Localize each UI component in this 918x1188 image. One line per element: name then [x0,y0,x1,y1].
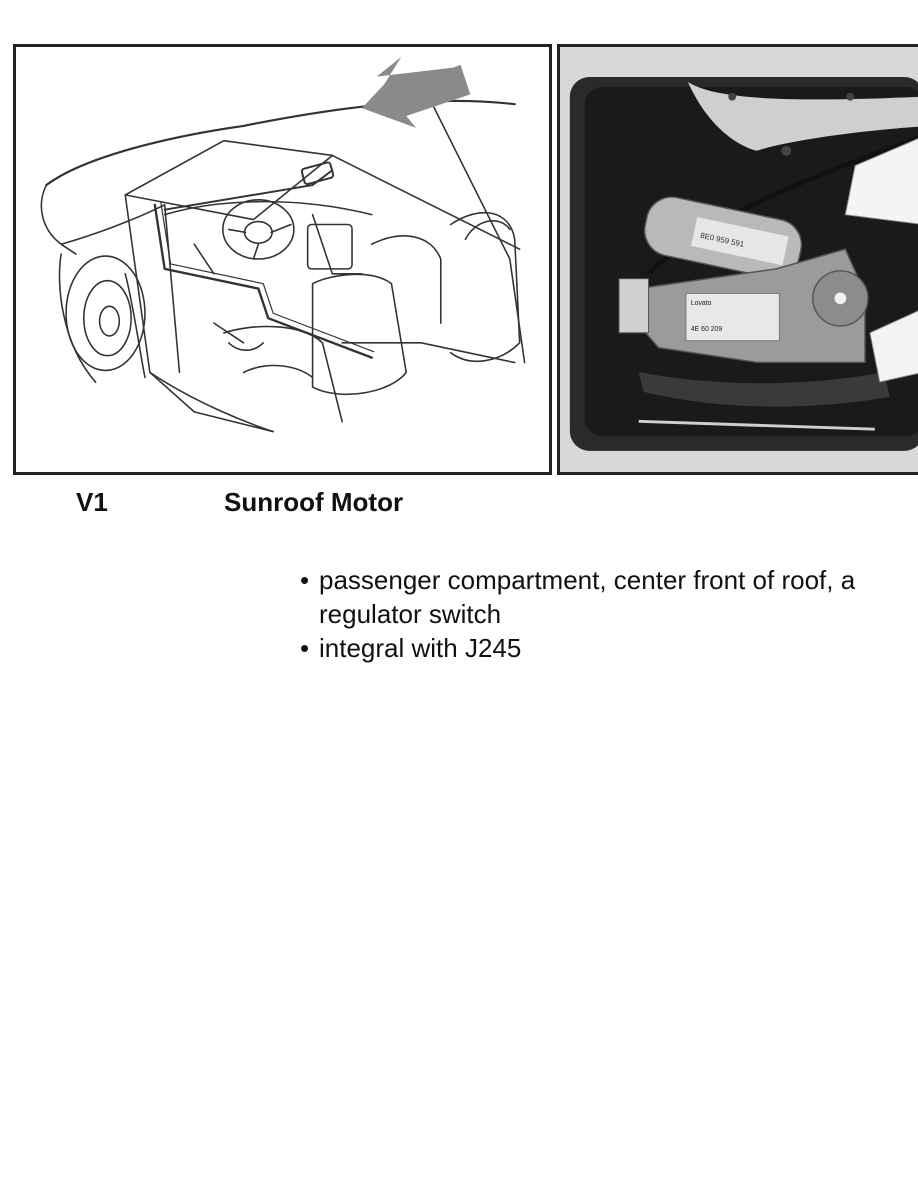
component-code: V1 [76,487,108,517]
location-arrow [361,56,471,128]
list-item-text: passenger compartment, center front of r… [319,565,856,595]
bullet-icon: • [300,565,310,595]
list-item-text-continued: regulator switch [319,599,502,629]
bullet-icon: • [300,633,310,663]
motor-photo-drawing: 8E0 959 591 Lovato 4E 60 209 [560,47,918,472]
component-name: Sunroof Motor [224,487,404,517]
sunroof-motor-photo: 8E0 959 591 Lovato 4E 60 209 [557,44,918,475]
location-details-list: • passenger compartment, center front of… [300,563,918,665]
module-brand-label: Lovato [691,300,712,307]
list-item-text: integral with J245 [319,633,522,663]
vehicle-location-illustration [13,44,552,475]
list-item: • passenger compartment, center front of… [300,563,918,631]
module-code-label: 4E 60 209 [691,326,723,333]
list-item: • integral with J245 [300,631,918,665]
car-interior-drawing [40,56,526,433]
